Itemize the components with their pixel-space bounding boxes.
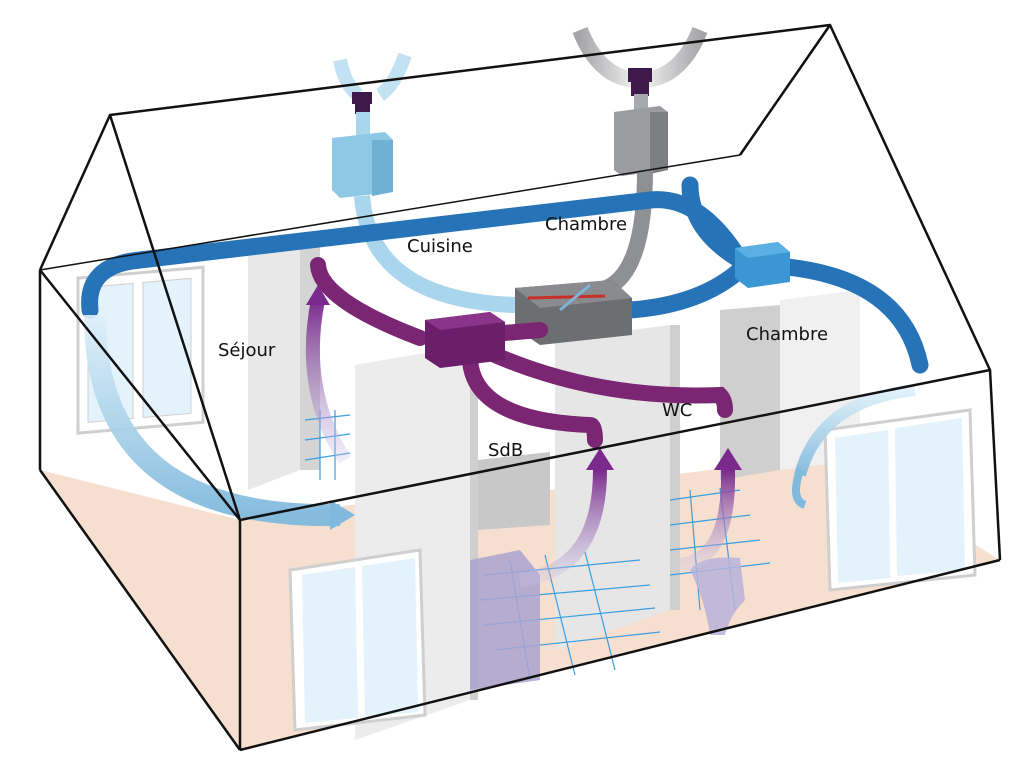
supply-plenum — [735, 242, 790, 288]
fresh-air-duct — [354, 195, 516, 313]
room-label-sdb: SdB — [488, 440, 524, 461]
bathtub — [470, 550, 540, 690]
supply-duct — [81, 176, 929, 374]
room-label-chambre-right: Chambre — [746, 324, 829, 345]
fresh-air-intake — [332, 52, 412, 198]
room-label-sejour: Séjour — [218, 340, 276, 361]
extract-arrows — [305, 285, 742, 587]
room-label-cuisine: Cuisine — [407, 236, 473, 257]
extract-plenum — [425, 312, 505, 368]
room-label-chambre-upper: Chambre — [545, 214, 628, 235]
house-outline — [38, 23, 1002, 752]
room-label-wc: WC — [662, 400, 693, 421]
toilet — [690, 557, 745, 635]
